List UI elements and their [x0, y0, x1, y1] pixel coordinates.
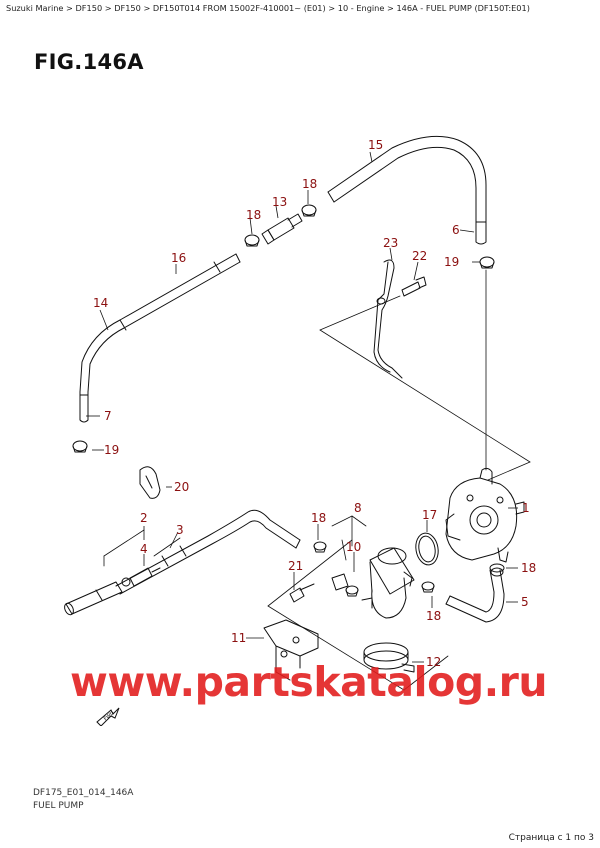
- fuel-line-2: [64, 581, 123, 616]
- clamp-19-left: [72, 440, 88, 453]
- callout-19-left: 19: [104, 443, 119, 457]
- callout-17: 17: [422, 508, 437, 522]
- callout-15: 15: [368, 138, 383, 152]
- clamp-19-right: [479, 256, 495, 269]
- callout-23: 23: [383, 236, 398, 250]
- forward-arrow-icon: FWD: [95, 706, 121, 730]
- callout-2: 2: [140, 511, 148, 525]
- callout-22: 22: [412, 249, 427, 263]
- callout-8: 8: [354, 501, 362, 515]
- band-12: [363, 642, 415, 673]
- callout-18-lower: 18: [426, 609, 441, 623]
- callout-18-mid: 18: [311, 511, 326, 525]
- footer-code: DF175_E01_014_146A: [33, 788, 134, 798]
- fuel-filter-8: [361, 547, 415, 619]
- footer-name: FUEL PUMP: [33, 801, 84, 811]
- callout-12: 12: [426, 655, 441, 669]
- reference-lines: [103, 269, 531, 691]
- callout-20: 20: [174, 480, 189, 494]
- callout-10: 10: [346, 540, 361, 554]
- clamp-18-right: [490, 567, 504, 577]
- bracket-11: [263, 619, 319, 681]
- hose-15: [327, 135, 487, 245]
- callout-18-left: 18: [246, 208, 261, 222]
- callout-19-right: 19: [444, 255, 459, 269]
- hose-5: [445, 563, 505, 623]
- callout-14: 14: [93, 296, 108, 310]
- clamp-18-top: [244, 204, 317, 247]
- clip-20: [139, 466, 161, 499]
- callout-16: 16: [171, 251, 186, 265]
- fitting-13: [261, 213, 303, 245]
- forward-label: FWD: [103, 710, 116, 722]
- callout-18-top: 18: [302, 177, 317, 191]
- figure-title: FIG.146A: [34, 50, 144, 74]
- callout-6: 6: [452, 223, 460, 237]
- callout-21: 21: [288, 559, 303, 573]
- bracket-23: [373, 259, 427, 379]
- hose-16: [79, 253, 241, 423]
- joint-10: [331, 573, 359, 597]
- callout-3: 3: [176, 523, 184, 537]
- callout-1: 1: [522, 501, 530, 515]
- callout-18-right: 18: [521, 561, 536, 575]
- callout-11: 11: [231, 631, 246, 645]
- o-ring-17: [415, 532, 439, 566]
- connector-4: [121, 567, 161, 587]
- clamp-18-mid: [313, 541, 435, 593]
- breadcrumb[interactable]: Suzuki Marine > DF150 > DF150 > DF150T01…: [6, 3, 530, 13]
- callout-4: 4: [140, 542, 148, 556]
- callout-13: 13: [272, 195, 287, 209]
- callout-7: 7: [104, 409, 112, 423]
- watermark: www.partskatalog.ru: [70, 658, 548, 706]
- fuel-pump-1: [445, 467, 525, 563]
- bolt-21: [289, 583, 315, 603]
- callout-5: 5: [521, 595, 529, 609]
- hose-3: [115, 509, 301, 595]
- pagination: Страница с 1 по 3: [508, 833, 594, 843]
